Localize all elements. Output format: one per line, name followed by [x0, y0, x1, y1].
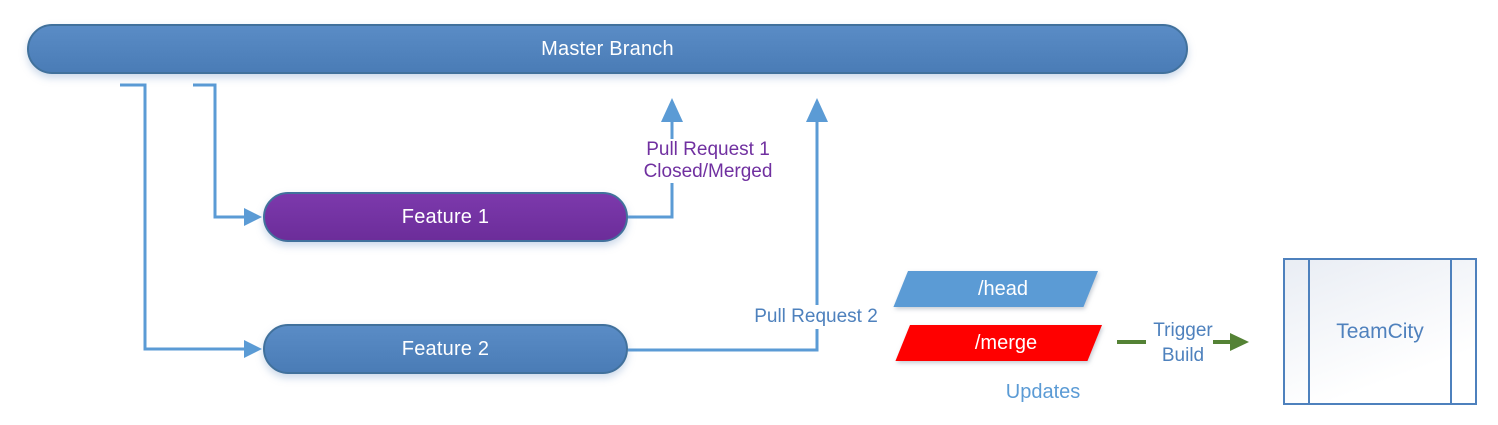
branch-connector-feature1: [193, 83, 244, 219]
merge-ref-label: /merge: [974, 332, 1038, 354]
pull-request-1-label-line1: Pull Request 1: [646, 139, 770, 160]
trigger-build-label-line2: Build: [1161, 345, 1205, 366]
branch-connector-feature2: [120, 83, 244, 351]
trigger-build-arrowhead: [1230, 333, 1249, 351]
updates-label: Updates: [1005, 381, 1081, 403]
branch-connector-feature1-arrowhead: [244, 208, 262, 226]
merge-ref-node: /merge: [895, 325, 1102, 361]
head-ref-label: /head: [977, 278, 1029, 300]
trigger-build-label: Trigger Build: [1140, 318, 1226, 368]
teamcity-node: TeamCity: [1283, 258, 1477, 405]
feature-1-node: Feature 1: [263, 192, 628, 242]
pull-request-1-label-line2: Closed/Merged: [643, 161, 773, 182]
pull-request-1-label: Pull Request 1 Closed/Merged: [608, 139, 808, 183]
feature-2-label: Feature 2: [401, 337, 490, 360]
feature-2-node: Feature 2: [263, 324, 628, 374]
pull-request-1-arrowhead: [661, 98, 683, 122]
head-ref-node: /head: [893, 271, 1098, 307]
pull-request-2-arrow: [628, 121, 819, 352]
pull-request-2-arrowhead: [806, 98, 828, 122]
branch-connector-feature2-arrowhead: [244, 340, 262, 358]
feature-1-label: Feature 1: [401, 205, 490, 228]
teamcity-right-inner-line: [1450, 260, 1452, 403]
master-branch-node: Master Branch: [27, 24, 1188, 74]
pull-request-2-label: Pull Request 2: [736, 305, 896, 329]
master-branch-label: Master Branch: [541, 37, 674, 60]
teamcity-left-inner-line: [1308, 260, 1310, 403]
teamcity-label: TeamCity: [1336, 319, 1424, 343]
trigger-build-label-line1: Trigger: [1153, 320, 1213, 341]
